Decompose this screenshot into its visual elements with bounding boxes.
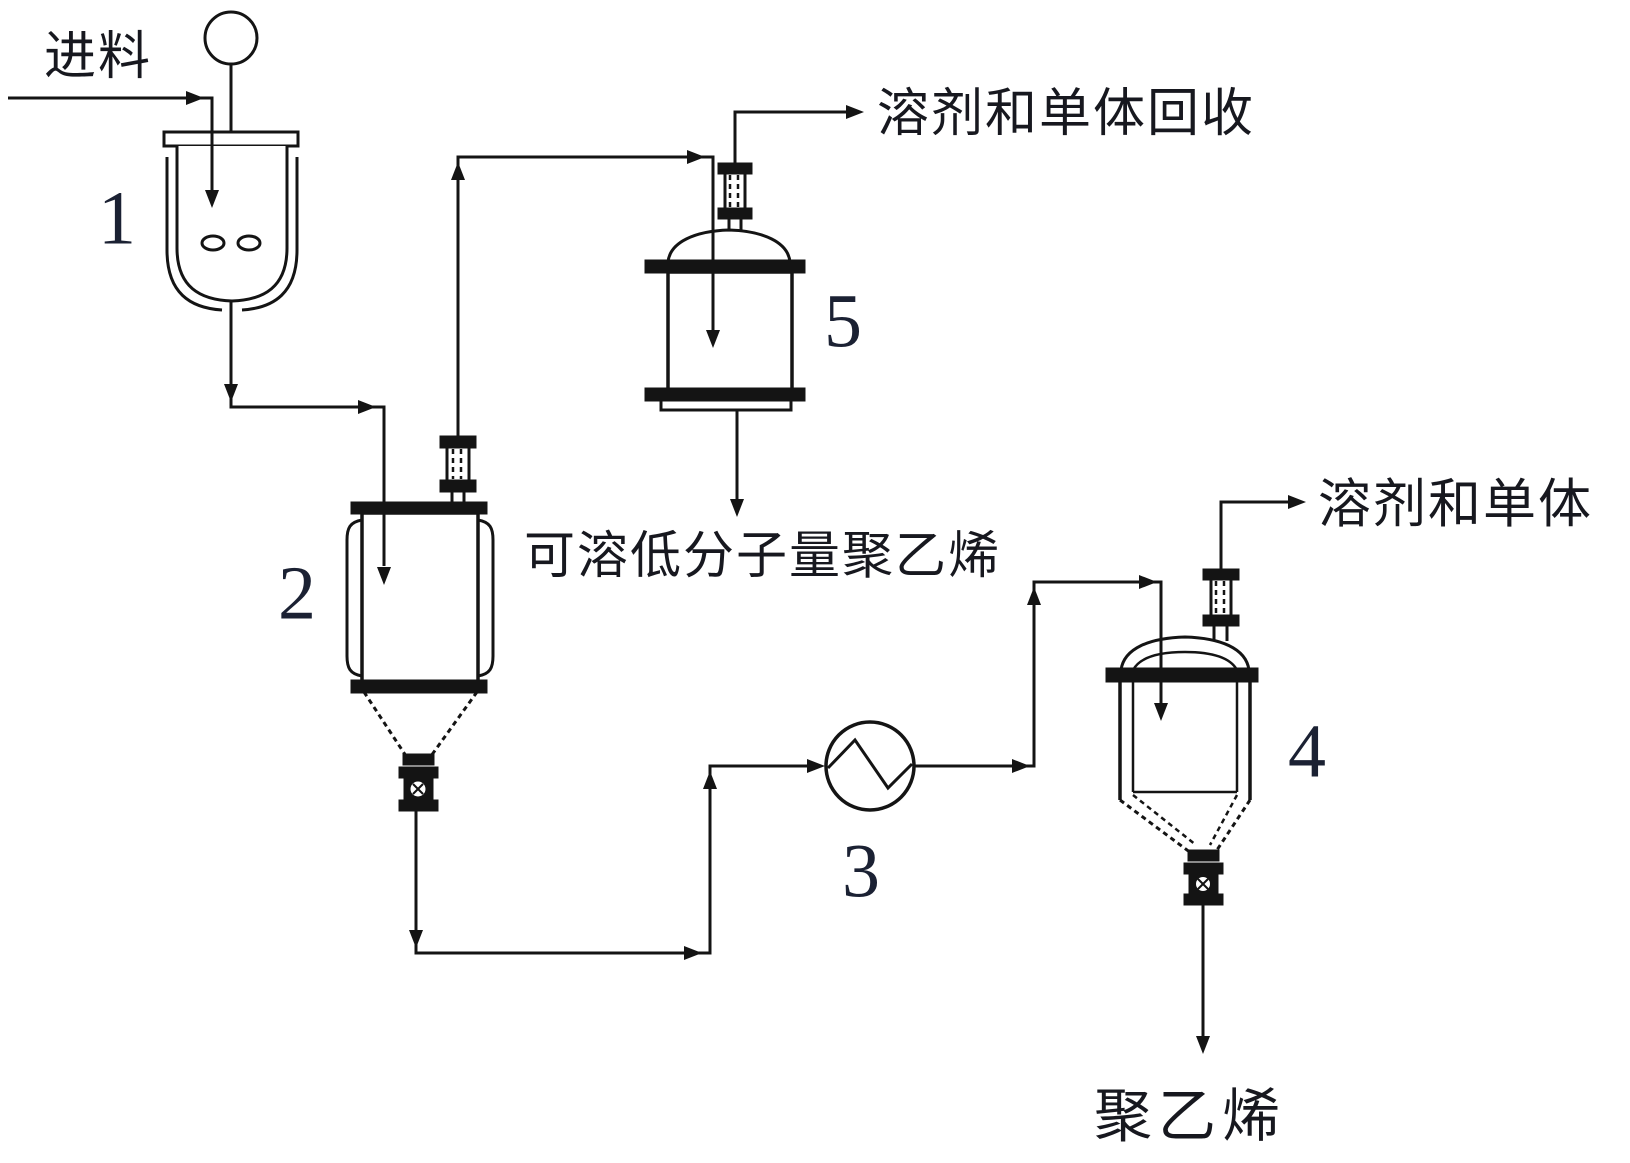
pipe-vessel5-bottom-out	[730, 410, 744, 517]
vessel4-condenser-icon	[1202, 568, 1240, 641]
arrow-down-icon	[224, 384, 238, 402]
impeller-icon	[200, 234, 262, 252]
separator-vessel-4	[1105, 568, 1259, 906]
vessel4-dome	[1119, 635, 1251, 671]
vessel5-condenser-icon	[717, 162, 753, 231]
arrow-right-icon	[687, 150, 705, 164]
label-soluble-low-mw-polyethylene: 可溶低分子量聚乙烯	[524, 527, 1002, 584]
arrow-down-icon	[1154, 703, 1168, 721]
pipe-feed-line	[8, 91, 219, 208]
arrow-down-icon	[1196, 1036, 1210, 1054]
stirred-reactor-vessel-1	[162, 10, 300, 312]
arrow-right-icon	[846, 105, 864, 119]
heat-exchanger-shell	[824, 720, 916, 812]
vessel5-dome	[666, 228, 792, 263]
equipment-number-3: 3	[842, 829, 880, 914]
equipment-number-1: 1	[98, 176, 136, 261]
equipment-number-4: 4	[1288, 709, 1326, 794]
arrow-down-icon	[706, 330, 720, 348]
reactor-jacket-left	[165, 157, 223, 312]
arrow-up-icon	[703, 771, 717, 789]
vessel5-bottom-head	[659, 398, 793, 412]
arrow-right-icon	[684, 946, 702, 960]
equipment-number-5: 5	[824, 279, 862, 364]
reactor-body	[175, 146, 289, 303]
arrow-right-icon	[807, 759, 825, 773]
flash-vessel-2	[345, 435, 495, 812]
heat-exchanger-coil-icon	[826, 737, 914, 791]
vessel2-cone-right	[429, 691, 479, 757]
vessel4-bottom-valve-icon	[1183, 849, 1224, 906]
pipe-vessel2-to-heat-exchanger	[409, 759, 825, 960]
heat-exchanger-3	[824, 720, 916, 812]
arrow-up-icon	[1027, 587, 1041, 605]
arrow-right-icon	[1288, 495, 1306, 509]
arrow-up-icon	[451, 162, 465, 180]
vessel4-cone-right-outer	[1213, 799, 1252, 854]
vessel5-bottom-flange	[644, 387, 806, 402]
vessel2-condenser-icon	[439, 435, 477, 504]
vessel2-bottom-valve-icon	[398, 753, 439, 812]
arrow-down-icon	[205, 190, 219, 208]
label-feed: 进料	[44, 28, 153, 86]
vessel2-bottom-flange	[350, 679, 488, 694]
vessel2-cone-left	[362, 691, 408, 757]
vessel4-cone-right-inner	[1208, 794, 1239, 846]
reactor-jacket-right	[241, 157, 299, 312]
vessel2-body	[360, 511, 480, 685]
label-solvent-monomer-recovery: 溶剂和单体回收	[877, 85, 1256, 143]
arrow-right-icon	[1139, 575, 1157, 589]
vessel2-jacket-right	[477, 518, 495, 678]
pipe-heat-exchanger-to-vessel4	[914, 575, 1168, 773]
pipe-vessel2-vapor-to-vessel5	[451, 150, 720, 437]
arrow-right-icon	[358, 400, 376, 414]
vessel4-cone-left-outer	[1119, 798, 1192, 855]
reactor-lid	[162, 130, 300, 148]
vessel4-flange	[1105, 667, 1259, 683]
equipment-number-2: 2	[278, 551, 316, 636]
pipe-vessel5-vapor-out	[733, 105, 864, 164]
vessel4-dome-inner	[1131, 650, 1239, 671]
arrow-right-icon	[1012, 759, 1030, 773]
pipe-vessel4-vapor-out	[1219, 495, 1306, 570]
arrow-down-icon	[377, 567, 391, 585]
pipe-reactor1-to-vessel2	[224, 301, 391, 585]
label-solvent-monomer: 溶剂和单体	[1318, 475, 1593, 534]
agitator-motor-icon	[203, 10, 259, 66]
arrow-down-icon	[730, 499, 744, 517]
label-polyethylene: 聚乙烯	[1094, 1084, 1287, 1149]
arrow-down-icon	[409, 930, 423, 948]
recovery-vessel-5	[644, 162, 806, 412]
vessel5-body	[666, 270, 794, 393]
vessel4-cone-left-inner	[1132, 794, 1197, 846]
arrow-right-icon	[186, 91, 204, 105]
pipe-vessel4-bottom-out	[1196, 904, 1210, 1054]
vessel2-jacket-left	[345, 518, 363, 678]
